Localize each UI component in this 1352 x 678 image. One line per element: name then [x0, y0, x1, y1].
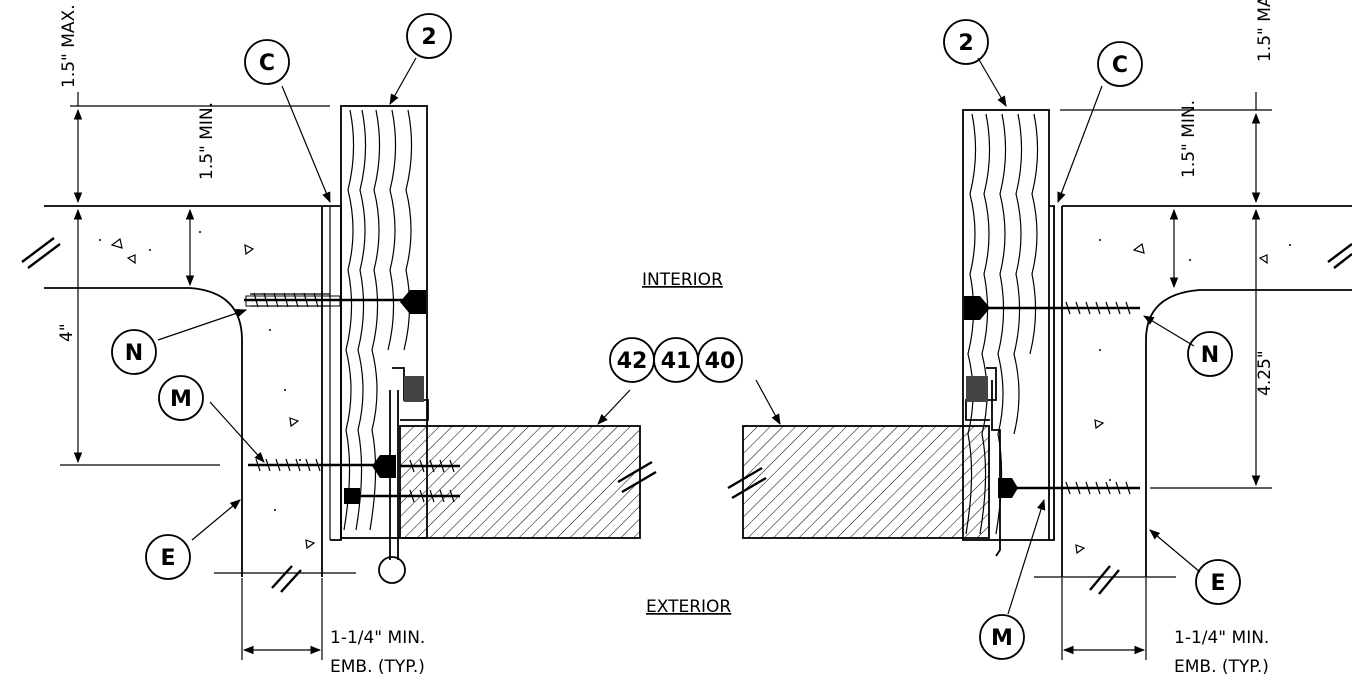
concrete-aggregate — [1075, 239, 1291, 555]
svg-text:E: E — [160, 546, 175, 571]
concrete-aggregate — [99, 231, 316, 550]
callout-2-left: 2 — [406, 13, 452, 59]
callout-41: 41 — [653, 337, 699, 383]
interior-label: INTERIOR — [642, 270, 723, 290]
callout-42: 42 — [609, 337, 655, 383]
exterior-label: EXTERIOR — [646, 597, 731, 617]
left-sealant-shim — [330, 205, 342, 541]
left-wood-buck — [340, 105, 428, 539]
callout-n-left: N — [111, 329, 157, 375]
callout-e-right: E — [1195, 559, 1241, 605]
left-emb-line2: EMB. (TYP.) — [330, 657, 425, 677]
right-emb-line2: EMB. (TYP.) — [1174, 657, 1269, 677]
left-concrete-slab — [44, 205, 331, 577]
callout-2-right: 2 — [943, 19, 989, 65]
right-concrete-slab — [1053, 205, 1352, 577]
svg-text:N: N — [125, 341, 143, 366]
leader-lines — [157, 57, 1201, 615]
right-frame-weatherstrip — [965, 367, 1001, 557]
left-min-dimension: 1.5" MIN. — [197, 102, 217, 180]
left-max-dimension: 1.5" MAX. — [59, 4, 79, 88]
svg-text:C: C — [259, 51, 275, 76]
left-panel-screws — [344, 459, 460, 504]
break-mark — [21, 237, 61, 269]
svg-text:40: 40 — [705, 349, 736, 374]
left-emb-line1: 1-1/4" MIN. — [330, 628, 425, 648]
right-sealant-shim — [1049, 205, 1055, 541]
callout-c-left: C — [244, 39, 290, 85]
break-mark — [617, 460, 657, 494]
right-screw-n — [964, 296, 1140, 320]
svg-text:E: E — [1210, 571, 1225, 596]
right-dimensions — [1060, 92, 1272, 660]
break-mark — [727, 466, 767, 500]
callout-40: 40 — [697, 337, 743, 383]
left-screw-n — [244, 290, 426, 314]
left-depth-dimension: 4" — [57, 323, 77, 342]
svg-text:C: C — [1112, 53, 1128, 78]
svg-text:M: M — [170, 387, 192, 412]
svg-text:41: 41 — [661, 349, 692, 374]
svg-text:2: 2 — [421, 25, 436, 50]
callout-n-right: N — [1187, 331, 1233, 377]
callout-m-left: M — [158, 375, 204, 421]
right-screw-m — [998, 478, 1140, 498]
left-dimensions — [60, 92, 330, 660]
callout-c-right: C — [1097, 41, 1143, 87]
break-mark — [271, 565, 302, 593]
right-emb-line1: 1-1/4" MIN. — [1174, 628, 1269, 648]
right-depth-dimension: 4.25" — [1255, 350, 1275, 396]
svg-text:2: 2 — [958, 31, 973, 56]
right-min-dimension: 1.5" MIN. — [1179, 100, 1199, 178]
callout-m-right: M — [979, 614, 1025, 660]
break-mark — [1089, 565, 1120, 595]
right-max-dimension: 1.5" MA — [1255, 0, 1275, 62]
callout-e-left: E — [145, 534, 191, 580]
svg-text:N: N — [1201, 343, 1219, 368]
svg-text:42: 42 — [617, 349, 648, 374]
left-screw-m — [248, 455, 396, 478]
break-mark — [1327, 243, 1352, 269]
left-door-panel — [399, 425, 641, 539]
right-door-panel — [742, 425, 990, 539]
svg-text:M: M — [991, 626, 1013, 651]
